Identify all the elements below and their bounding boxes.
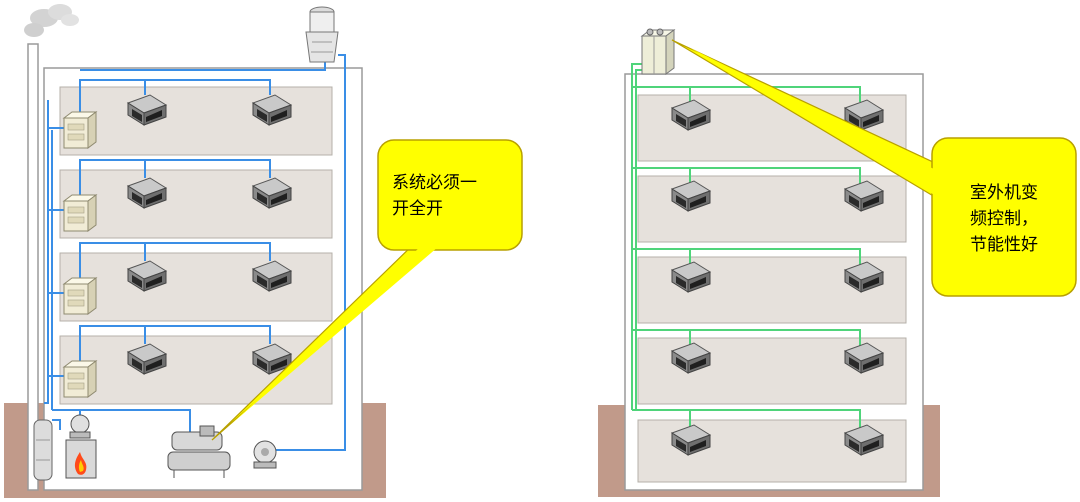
callout-right (671, 39, 1077, 297)
floor-left-1 (59, 86, 333, 156)
chiller-icon (167, 425, 231, 478)
refrigerant-pipes (631, 63, 861, 428)
pump-icon (69, 414, 91, 439)
water-tank-icon (33, 419, 53, 481)
callout-left-text: 系统必须一 开全开 (392, 173, 477, 219)
callout-left (211, 139, 523, 441)
chimney (27, 43, 39, 491)
boiler-icon (65, 439, 97, 479)
cooling-tower-icon (305, 6, 339, 63)
air-handler-icon (63, 194, 97, 232)
air-handler-icon (63, 277, 97, 315)
floor-left-2 (59, 169, 333, 239)
air-handler-icon (63, 360, 97, 398)
right-building (598, 28, 940, 497)
air-handler-icon (63, 111, 97, 149)
water-pipes (44, 54, 346, 451)
outdoor-unit-icon (640, 28, 676, 75)
pump-icon (253, 440, 277, 469)
chimney-smoke-icon (24, 4, 79, 37)
floor-left-3 (59, 252, 333, 322)
left-building (4, 4, 386, 498)
callout-right-text: 室外机变 频控制， 节能性好 (970, 183, 1038, 255)
